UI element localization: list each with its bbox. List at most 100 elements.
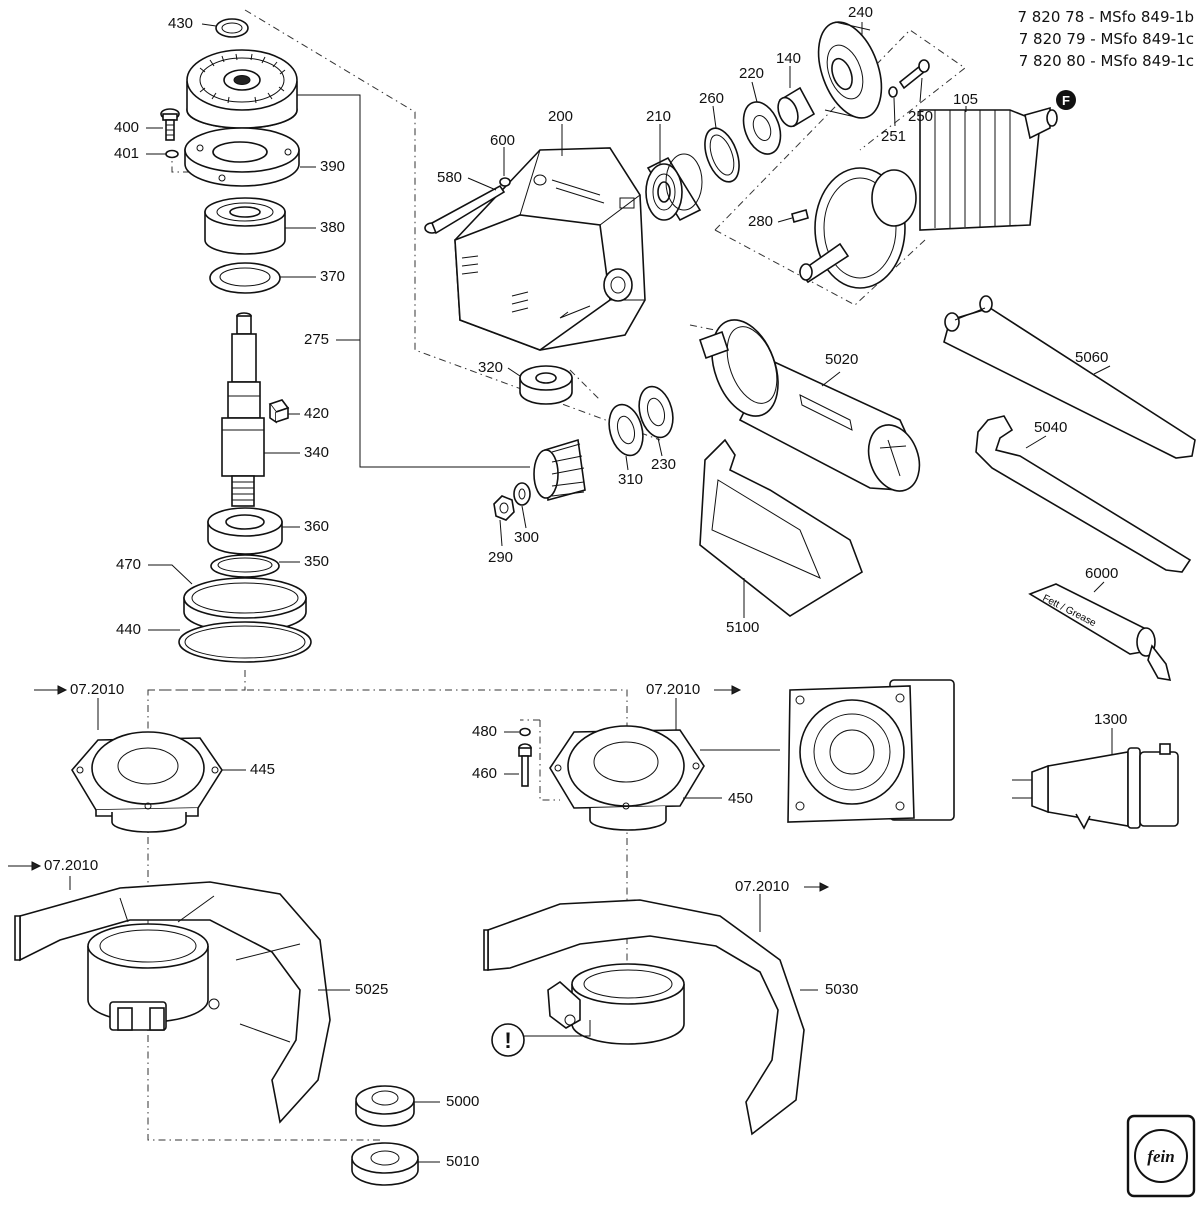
label-450: 450 [728, 790, 754, 807]
leader-lines [69, 22, 1113, 1163]
label-5020: 5020 [825, 351, 859, 368]
label-220: 220 [739, 65, 765, 82]
label-280: 280 [748, 213, 774, 230]
label-470: 470 [116, 556, 142, 573]
part-5060-pin-wrench [943, 295, 1196, 459]
label-360: 360 [304, 518, 330, 535]
part-480-washer [519, 727, 531, 737]
label-600: 600 [490, 132, 516, 149]
label-300: 300 [514, 529, 540, 546]
label-1300: 1300 [1094, 711, 1128, 728]
label-430: 430 [168, 15, 194, 32]
version-arrows [8, 685, 830, 892]
label-340: 340 [304, 444, 330, 461]
part-220-bearing [742, 101, 782, 155]
label-5025: 5025 [355, 981, 389, 998]
label-390: 390 [320, 158, 346, 175]
warning-icon: ! [491, 1023, 525, 1057]
label-5060: 5060 [1075, 349, 1109, 366]
label-401: 401 [114, 145, 140, 162]
label-5040: 5040 [1034, 419, 1068, 436]
part-5040-open-wrench [975, 415, 1192, 573]
part-460-screw [518, 743, 532, 787]
label-260: 260 [699, 90, 725, 107]
part-320-bearing [519, 365, 573, 405]
label-310: 310 [618, 471, 644, 488]
label-140: 140 [776, 50, 802, 67]
part-350-ring [210, 554, 280, 578]
fein-logo-text: fein [1147, 1147, 1174, 1166]
warning-text: ! [504, 1028, 511, 1053]
part-400-screw [160, 108, 180, 141]
label-5010: 5010 [446, 1153, 480, 1170]
part-370-ring [209, 262, 281, 294]
part-250-screw [898, 59, 930, 90]
label-290: 290 [488, 549, 514, 566]
part-5025-wheel-guard [14, 881, 331, 1124]
model-line-3: 7 820 80 - MSfo 849-1c [1018, 52, 1194, 70]
label-445: 445 [250, 761, 276, 778]
fein-logo: fein [1126, 1114, 1196, 1198]
part-300-washer [513, 482, 531, 506]
label-420: 420 [304, 405, 330, 422]
label-370: 370 [320, 268, 346, 285]
part-1300-plug [1012, 743, 1179, 830]
part-360-collar [207, 507, 283, 555]
part-140-sleeve [777, 86, 816, 128]
part-251-washer [888, 86, 898, 98]
part-401-washer [165, 149, 179, 159]
label-230: 230 [651, 456, 677, 473]
part-450-bearing-cover [549, 725, 705, 831]
part-275-line [295, 94, 530, 468]
version-label-2: 07.2010 [646, 681, 701, 698]
part-580-screw [424, 184, 506, 235]
part-340-spindle [221, 312, 265, 507]
label-200: 200 [548, 108, 574, 125]
part-5030-wheel-guard [483, 899, 805, 1136]
part-5020-side-handle [698, 319, 921, 492]
label-275: 275 [304, 331, 330, 348]
version-label-1: 07.2010 [70, 681, 125, 698]
part-310-ring [608, 403, 644, 457]
label-250: 250 [908, 108, 934, 125]
part-450-detail-view [700, 679, 955, 823]
part-445-bearing-cover [71, 731, 223, 833]
label-5030: 5030 [825, 981, 859, 998]
label-320: 320 [478, 359, 504, 376]
label-240: 240 [848, 4, 874, 21]
part-5010-flange [351, 1142, 419, 1186]
f-marker-text: F [1062, 93, 1070, 108]
part-200-gear-housing [454, 147, 646, 351]
part-260-ring [704, 127, 740, 183]
label-460: 460 [472, 765, 498, 782]
part-600-washer [499, 177, 511, 187]
part-230-ring [638, 385, 674, 439]
part-bevel-gear-top [186, 49, 298, 129]
part-5100-guard-bracket [699, 438, 863, 617]
version-label-3: 07.2010 [44, 857, 99, 874]
label-6000: 6000 [1085, 565, 1119, 582]
part-430-retaining-ring [215, 18, 249, 38]
version-label-4: 07.2010 [735, 878, 790, 895]
part-440-o-ring [178, 621, 312, 663]
label-5100: 5100 [726, 619, 760, 636]
part-390-flange [184, 127, 300, 187]
part-pinion-gear [533, 438, 586, 502]
part-5000-flange [355, 1085, 415, 1127]
part-290-nut [493, 495, 515, 521]
part-280-key [791, 209, 809, 223]
model-line-1: 7 820 78 - MSfo 849-1b [1017, 8, 1194, 26]
label-380: 380 [320, 219, 346, 236]
part-380-bearing [204, 197, 286, 255]
part-210-bearing [645, 153, 703, 222]
label-480: 480 [472, 723, 498, 740]
label-105: 105 [953, 91, 979, 108]
model-line-2: 7 820 79 - MSfo 849-1c [1018, 30, 1194, 48]
part-420-key [268, 399, 290, 424]
part-240-bearing-flange [817, 21, 883, 119]
label-210: 210 [646, 108, 672, 125]
label-350: 350 [304, 553, 330, 570]
label-580: 580 [437, 169, 463, 186]
